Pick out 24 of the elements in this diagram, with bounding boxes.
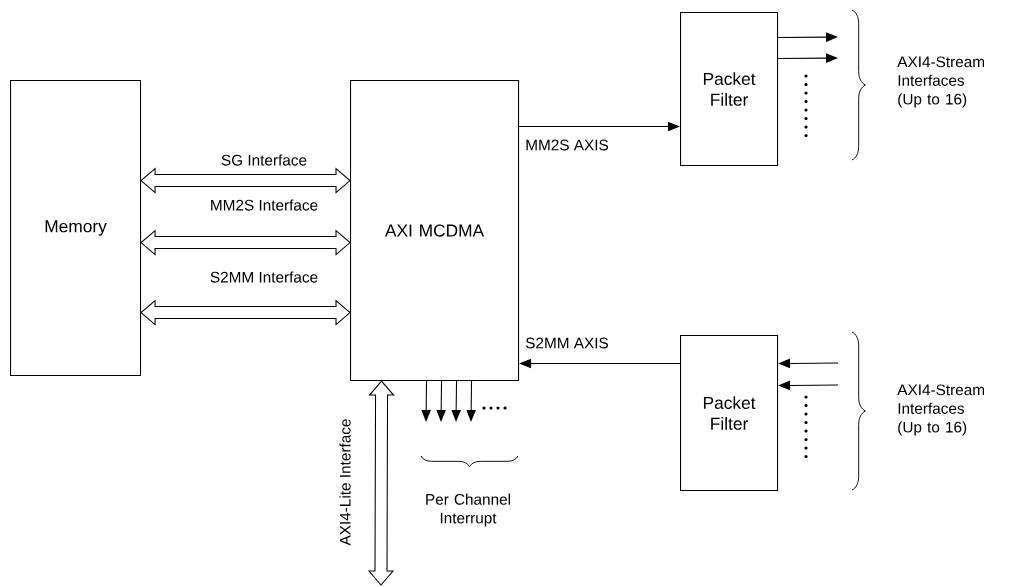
edge-label: S2MM Interface xyxy=(208,270,320,284)
bus-arrow xyxy=(140,229,351,256)
packet-filter-box: Packet Filter xyxy=(680,335,779,492)
arrow xyxy=(436,380,446,422)
arrow xyxy=(451,380,461,422)
note-label: Per Channel Interrupt xyxy=(426,493,510,527)
packet-filter-box: Packet Filter xyxy=(680,12,779,167)
edge-label: SG Interface xyxy=(219,153,309,167)
bus-arrow xyxy=(140,299,351,326)
arrow xyxy=(466,380,476,422)
note-label: AXI4-Stream Interfaces (Up to 16) xyxy=(897,384,984,436)
memory-box: Memory xyxy=(10,80,142,377)
note-label: AXI4-Stream Interfaces (Up to 16) xyxy=(897,56,984,108)
edge-label: AXI4-Lite Interface xyxy=(338,417,352,547)
arrow xyxy=(777,53,838,63)
arrow xyxy=(518,121,680,132)
edge-label: MM2S Interface xyxy=(208,198,320,212)
bus-arrow xyxy=(367,380,395,586)
arrow xyxy=(421,380,431,422)
bus-arrow xyxy=(140,167,351,194)
dma-block-box: AXI MCDMA xyxy=(350,80,520,382)
edge-label: MM2S AXIS xyxy=(523,138,611,152)
arrow xyxy=(777,32,838,42)
edge-label: S2MM AXIS xyxy=(523,336,611,350)
